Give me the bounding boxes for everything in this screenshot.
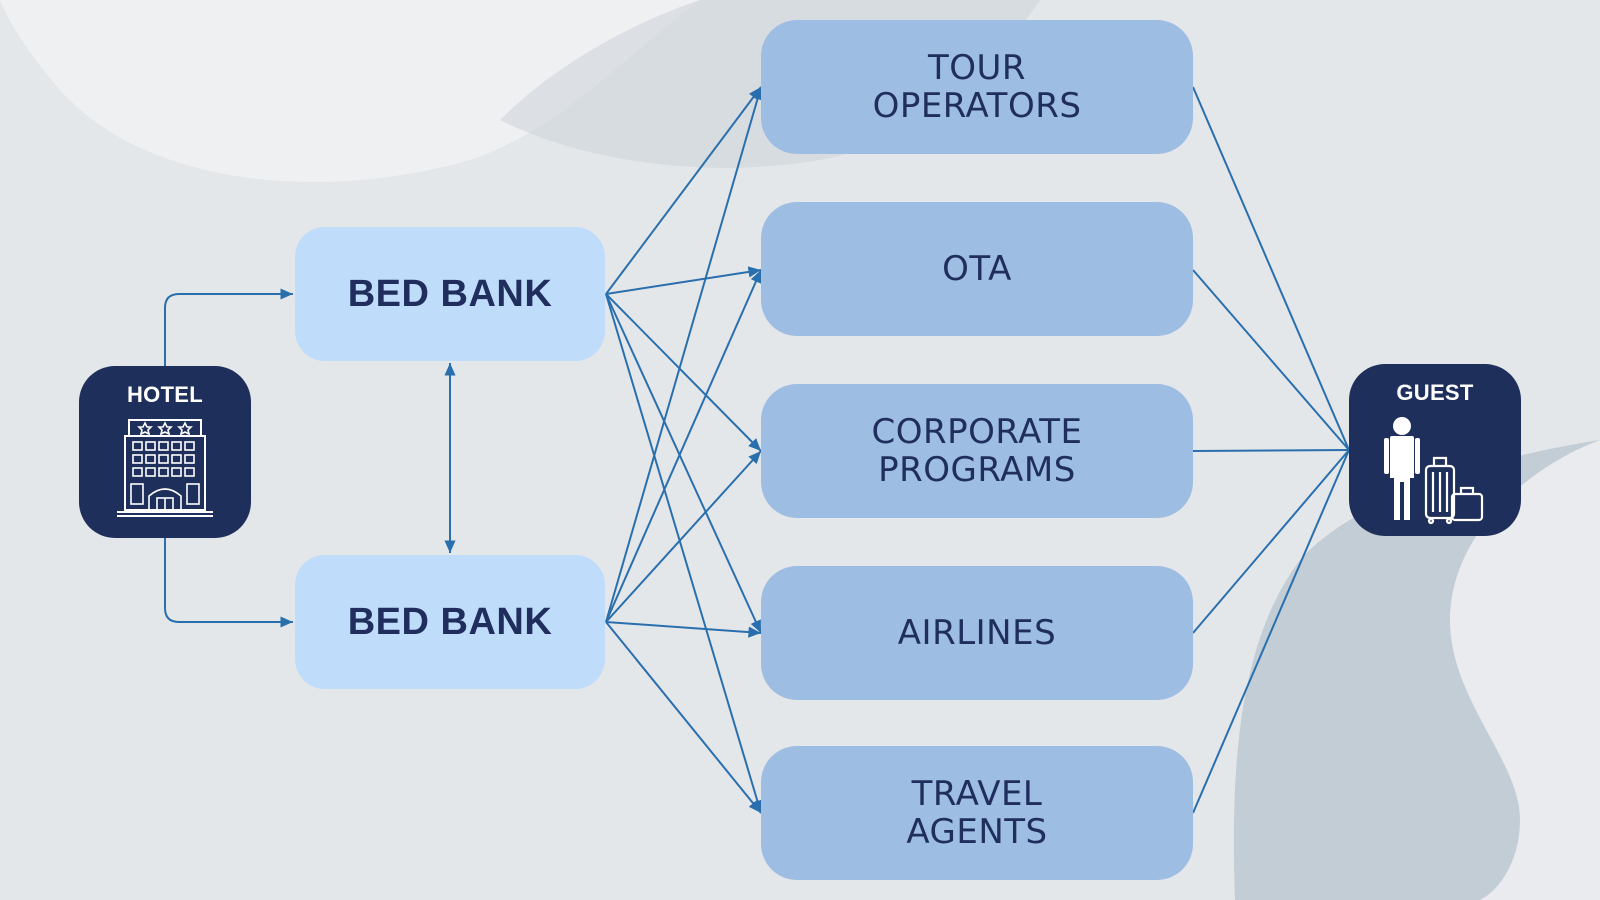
bed-bank-1-to-channel-2-arrow [605,450,762,623]
bed-bank-1-to-channel-1-arrow [605,269,762,623]
bed-bank-1-to-channel-4-arrow [605,621,762,814]
channel-label-line2: PROGRAMS [878,450,1076,490]
hotel-node: HOTEL [79,366,251,538]
hotel-label: HOTEL [126,382,204,407]
channel-label-line2: OPERATORS [872,86,1082,126]
channel-label-line2: AGENTS [906,812,1048,852]
hotel-to-bed-bank-bottom-arrow [164,538,293,628]
channel-tour-operators: TOUR OPERATORS [761,20,1193,154]
bed-bank-node-top: BED BANK [295,227,605,361]
channel-4-to-guest-line [1192,449,1350,814]
bed-bank-node-bottom: BED BANK [295,555,605,689]
bed-bank-0-to-channel-2-arrow [605,293,762,452]
channel-label-line1: AIRLINES [897,613,1057,653]
bed-bank-0-to-channel-4-arrow [605,293,763,814]
channel-2-to-guest-line [1192,449,1350,452]
bed-bank-1-to-channel-0-arrow [605,86,763,623]
channel-airlines: AIRLINES [761,566,1193,700]
hotel-to-bed-bank-top-arrow [164,288,293,366]
traveler-with-luggage-icon [1380,416,1490,531]
bed-bank-1-to-channel-3-arrow [605,621,762,638]
bed-bank-label: BED BANK [347,600,553,643]
channel-label-line1: CORPORATE [871,412,1083,452]
channel-ota: OTA [761,202,1193,336]
channel-corporate-programs: CORPORATE PROGRAMS [761,384,1193,518]
channel-0-to-guest-line [1192,86,1350,451]
channel-label-line1: OTA [942,249,1012,289]
bed-bank-0-to-channel-0-arrow [605,86,762,295]
channel-3-to-guest-line [1192,449,1350,634]
channel-label-line1: TRAVEL [911,774,1043,814]
guest-label: GUEST [1396,380,1474,405]
channel-1-to-guest-line [1192,269,1350,451]
channel-label-line1: TOUR [927,48,1027,88]
channel-travel-agents: TRAVEL AGENTS [761,746,1193,880]
guest-node: GUEST [1349,364,1521,536]
bed-bank-0-to-channel-1-arrow [605,266,762,295]
bed-bank-label: BED BANK [347,272,553,315]
bed-bank-0-to-channel-3-arrow [605,293,762,634]
hotel-building-icon [117,416,213,527]
